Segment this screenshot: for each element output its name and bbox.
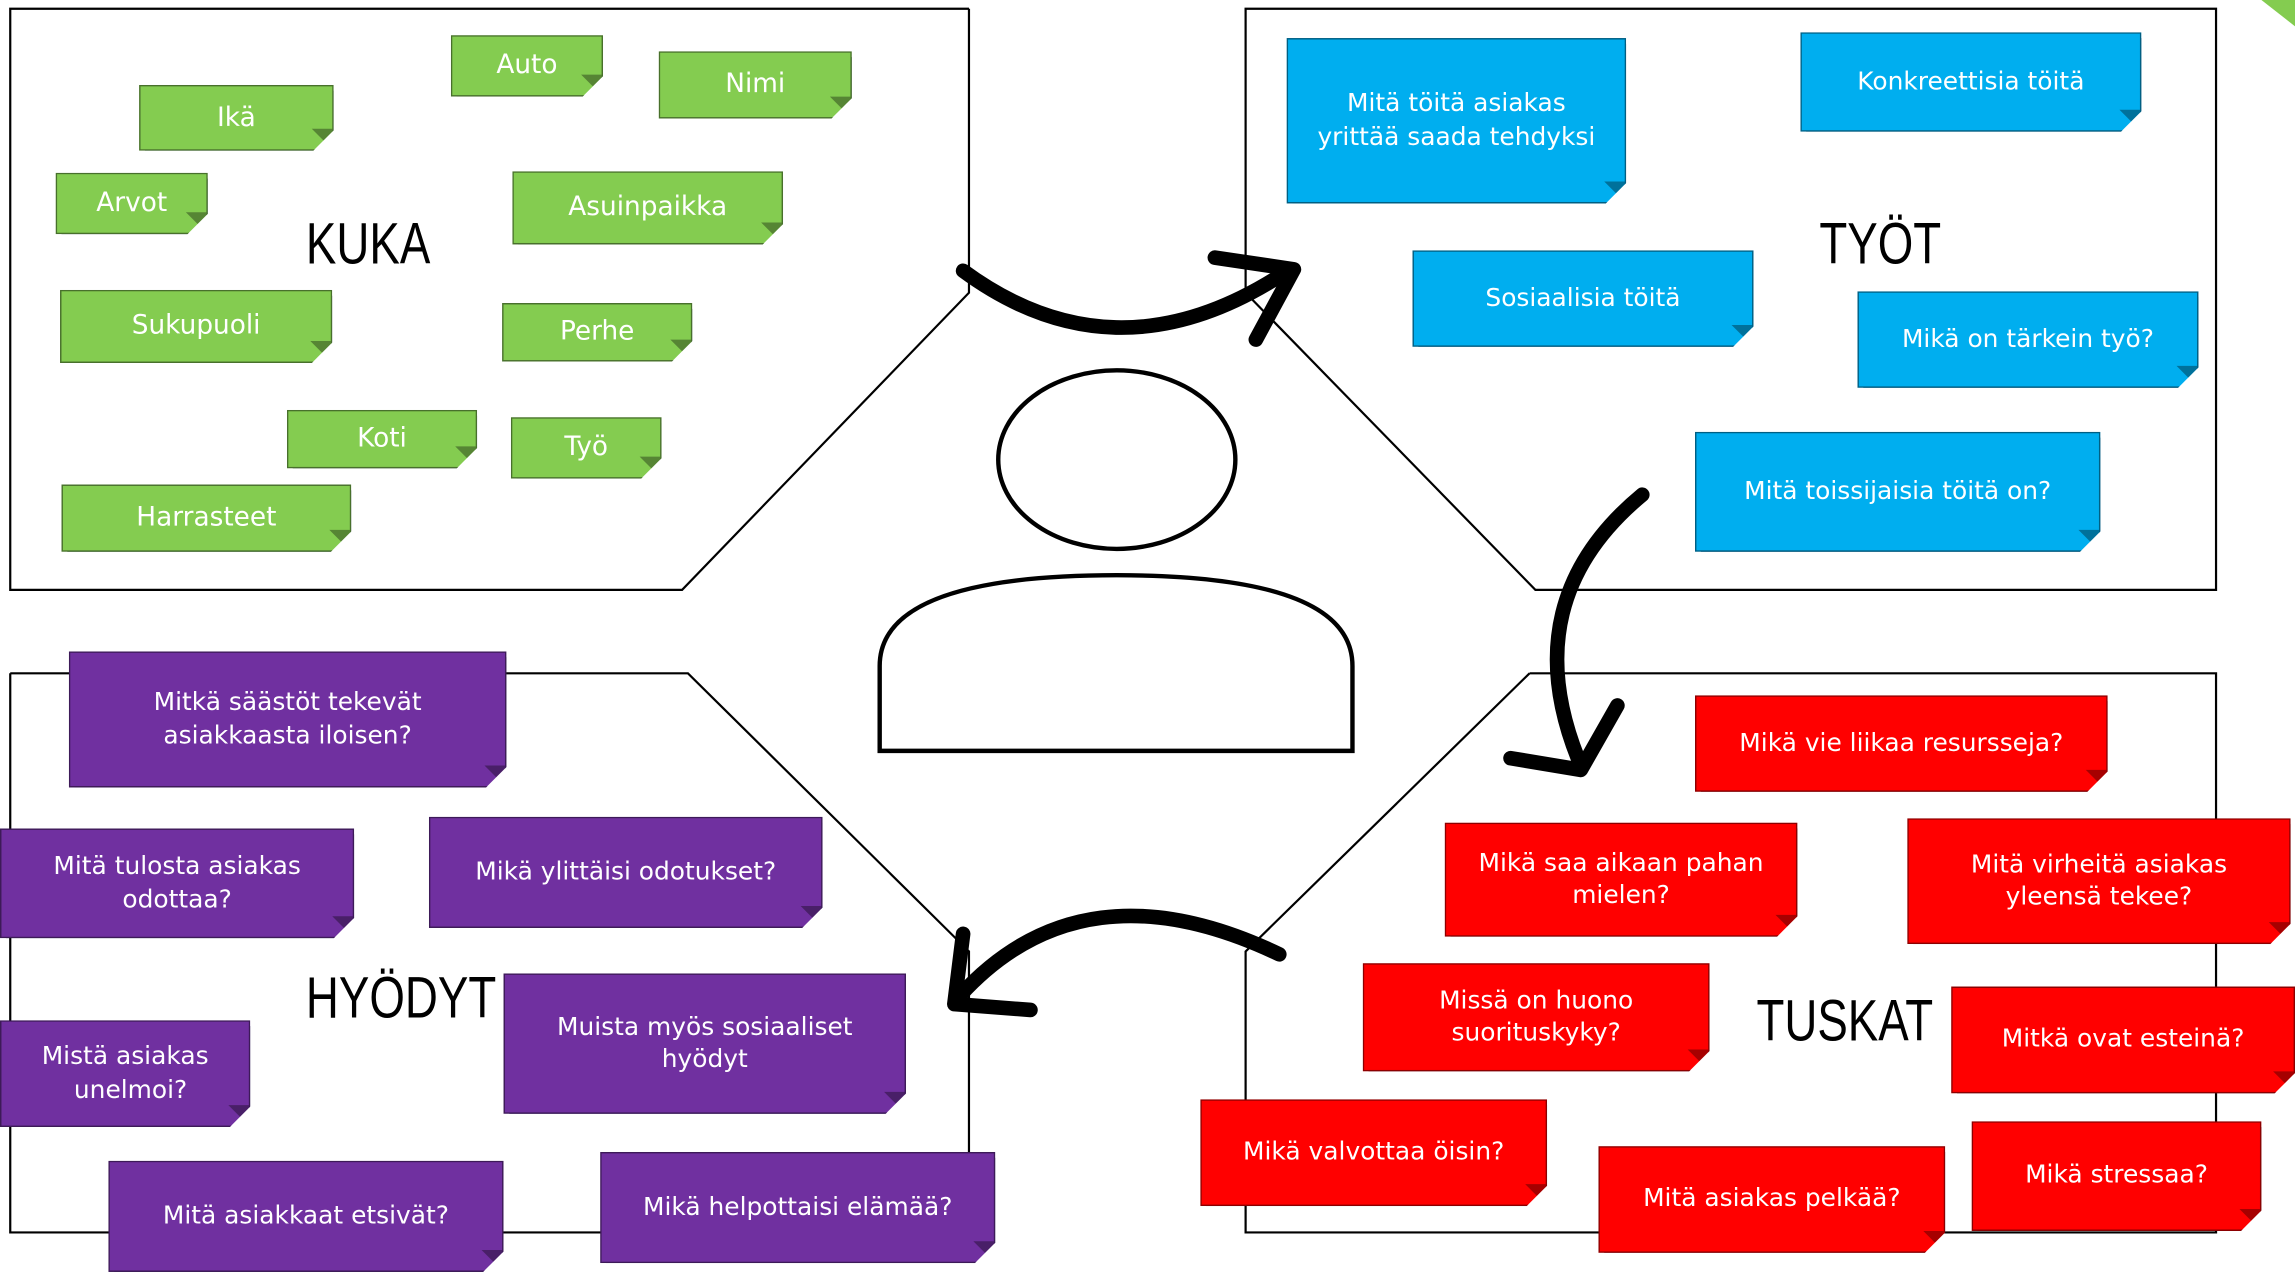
title-tuskat: TUSKAT (1756, 989, 1934, 1054)
note-asiakas-pelkaa: Mitä asiakas pelkää? (1598, 1146, 1945, 1253)
arrow-kuka-to-tyot (955, 250, 1302, 347)
title-hyodyt: HYÖDYT (305, 966, 497, 1031)
note-asuinpaikka: Asuinpaikka (512, 171, 783, 244)
note-helpottaisi-elamaa: Mikä helpottaisi elämää? (600, 1152, 995, 1263)
kuka-frame (9, 7, 971, 591)
note-nimi: Nimi (659, 51, 852, 118)
note-ylittaisi-odotukset: Mikä ylittäisi odotukset? (429, 817, 823, 928)
note-konkreettisia-toita: Konkreettisia töitä (1800, 32, 2141, 132)
note-auto: Auto (451, 35, 603, 96)
tyot-frame (1244, 7, 2218, 591)
note-sosiaalisia-toita: Sosiaalisia töitä (1412, 250, 1753, 347)
note-tyo: Työ (511, 417, 662, 478)
note-asiakkaat-etsivat: Mitä asiakkaat etsivät? (108, 1161, 503, 1272)
note-koti: Koti (287, 410, 477, 469)
title-tyot: TYÖT (1819, 212, 1942, 277)
note-arvot: Arvot (56, 173, 208, 234)
note-ika: Ikä (139, 85, 334, 151)
person-icon (877, 368, 1355, 754)
corner-decoration (2261, 0, 2295, 27)
note-tarkein-tyo: Mikä on tärkein työ? (1857, 291, 2198, 388)
arrow-tuskat-to-hyodyt (947, 908, 1287, 1018)
note-esteina: Mitkä ovat esteinä? (1951, 987, 2295, 1094)
note-vie-liikaa-resursseja: Mikä vie liikaa resursseja? (1695, 695, 2108, 792)
note-sukupuoli: Sukupuoli (60, 290, 332, 363)
note-perhe: Perhe (502, 303, 692, 362)
arrow-tyot-to-tuskat (1503, 487, 1650, 778)
note-toissijaisia-toita: Mitä toissijaisia töitä on? (1695, 432, 2100, 552)
note-valvottaa-oisin: Mikä valvottaa öisin? (1200, 1099, 1547, 1206)
note-stressaa: Mikä stressaa? (1972, 1121, 2262, 1231)
note-harrasteet: Harrasteet (61, 484, 351, 551)
hyodyt-frame (9, 672, 971, 1234)
title-kuka: KUKA (305, 212, 431, 277)
